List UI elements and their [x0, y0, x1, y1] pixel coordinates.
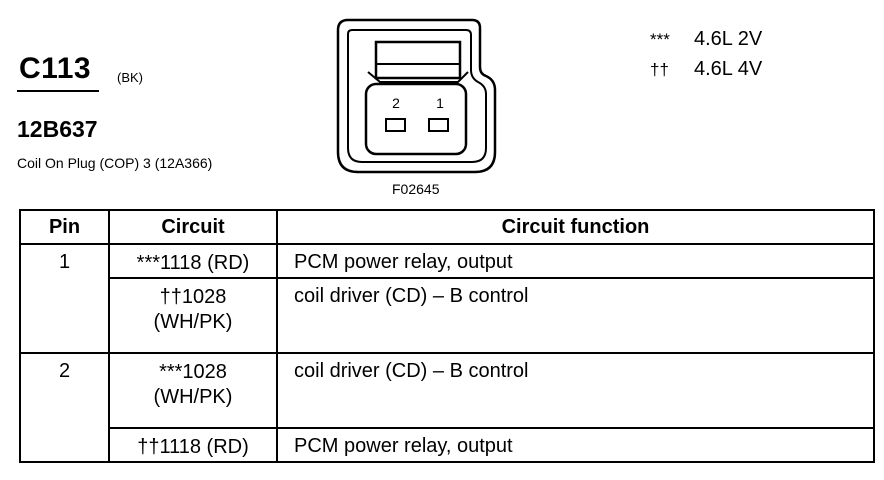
circuit-number: ††1118 (RD) [137, 436, 249, 458]
circuit-number: ††1028 [159, 286, 227, 308]
connector-cavity [364, 82, 468, 156]
table-row: ††1118 (RD) PCM power relay, output [20, 427, 875, 463]
header-circuit: Circuit [108, 209, 278, 245]
legend-row-4v: †† 4.6L 4V [650, 58, 762, 81]
circuit-function: coil driver (CD) – B control [276, 352, 875, 429]
pin-number: 1 [19, 243, 110, 354]
circuit-cell: ***1118 (RD) [108, 243, 278, 279]
figure-id: F02645 [392, 181, 440, 197]
component-description: Coil On Plug (COP) 3 (12A366) [17, 155, 213, 171]
connector-id-underline [17, 90, 99, 92]
pin-1-terminal [428, 118, 449, 132]
circuit-cell: ††1118 (RD) [108, 427, 278, 463]
circuit-cell: ***1028 (WH/PK) [108, 352, 278, 429]
connector-color-code: (BK) [117, 70, 143, 85]
circuit-function: coil driver (CD) – B control [276, 277, 875, 354]
connector-outer-shell [336, 18, 497, 174]
connector-latch [374, 40, 462, 80]
connector-face-diagram: 2 1 [336, 18, 497, 174]
circuit-function: PCM power relay, output [276, 427, 875, 463]
table-row: 2 ***1028 (WH/PK) coil driver (CD) – B c… [19, 352, 875, 463]
connector-shoulder [367, 71, 469, 83]
table-row: 1 ***1118 (RD) PCM power relay, output [19, 243, 875, 354]
connector-inner-shell [347, 29, 487, 163]
circuit-color: (WH/PK) [153, 311, 233, 333]
legend-symbol: *** [650, 30, 670, 49]
circuit-number: ***1118 (RD) [136, 252, 250, 274]
pin-1-label: 1 [436, 95, 444, 111]
circuit-function: PCM power relay, output [276, 243, 875, 279]
circuit-color: (WH/PK) [153, 386, 233, 408]
header-function: Circuit function [276, 209, 875, 245]
legend-label: 4.6L 2V [694, 28, 763, 50]
legend-row-2v: *** 4.6L 2V [650, 28, 762, 51]
table-header-row: Pin Circuit Circuit function [19, 209, 875, 245]
pin-number: 2 [19, 352, 110, 463]
circuit-cell: ††1028 (WH/PK) [108, 277, 278, 354]
pin-2-label: 2 [392, 95, 400, 111]
pin-2-terminal [385, 118, 406, 132]
legend-symbol: †† [650, 60, 669, 79]
legend-label: 4.6L 4V [694, 58, 763, 80]
pin-table: Pin Circuit Circuit function 1 ***1118 (… [19, 209, 875, 463]
table-row: ††1028 (WH/PK) coil driver (CD) – B cont… [20, 277, 875, 354]
part-number: 12B637 [17, 116, 98, 142]
connector-id: C113 [19, 52, 92, 85]
circuit-number: ***1028 [159, 361, 227, 383]
header-pin: Pin [19, 209, 110, 245]
